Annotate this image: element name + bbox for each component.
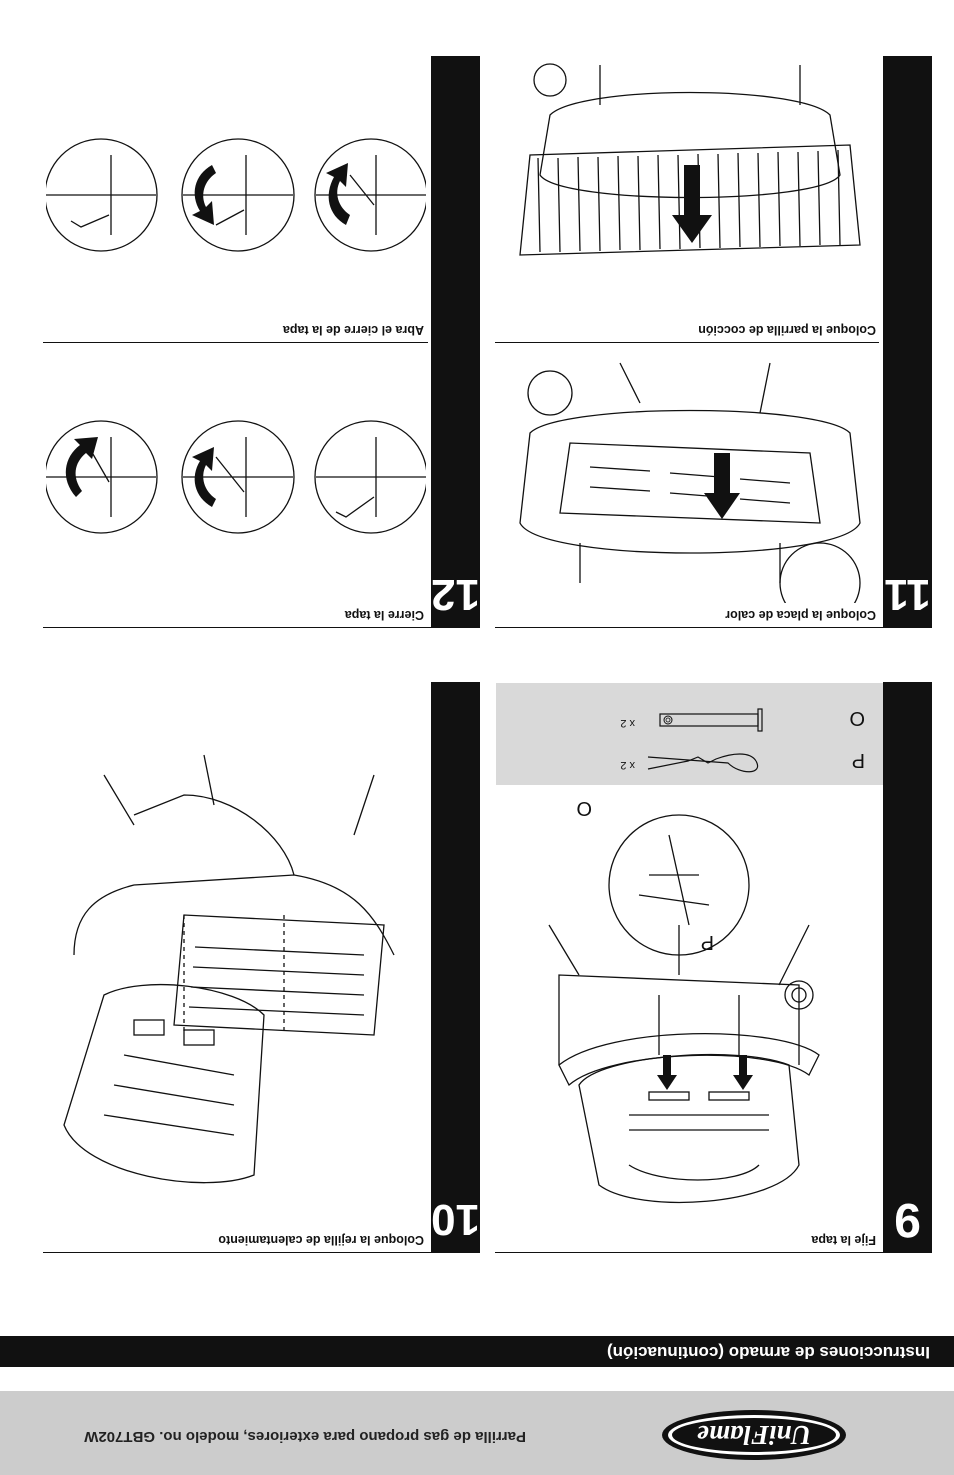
- step-9-number: 9: [894, 1193, 921, 1246]
- heat-plate-illustration: [519, 362, 861, 603]
- step-9-tab: 9: [883, 682, 932, 1253]
- step-11-sub-divider: [495, 342, 879, 343]
- step-12-tab: 12: [431, 56, 480, 628]
- part-letter-o: O: [849, 707, 865, 729]
- model-line: Parrilla de gas propano para exteriores,…: [84, 1428, 526, 1445]
- clevis-pin-icon: [659, 708, 763, 732]
- step-9-callout-p: P: [700, 931, 714, 953]
- step-11-caption: Coloque la placa de calor: [725, 608, 876, 622]
- step-10-tab: 10: [431, 682, 480, 1253]
- logo-text: UniFlame: [697, 1420, 811, 1450]
- step-12-sub-divider: [43, 342, 428, 343]
- close-latch-illustration: [46, 420, 426, 534]
- step-10-divider: [43, 1252, 480, 1253]
- step-9-divider: [495, 1252, 932, 1253]
- section-title: Instrucciones de armado (continuación): [606, 1343, 930, 1362]
- step-12-divider: [43, 627, 480, 628]
- step-10-caption: Coloque la rejilla de calentamiento: [218, 1233, 424, 1247]
- step-9-caption: Fije la tapa: [811, 1233, 876, 1247]
- cooking-grate-illustration: [519, 63, 861, 256]
- part-p-qty: x 2: [620, 759, 635, 771]
- step-11-number: 11: [884, 570, 931, 619]
- step-10-number: 10: [431, 1195, 480, 1244]
- uniflame-logo: UniFlame: [659, 1407, 849, 1463]
- step-10-illustration: [63, 754, 395, 1184]
- hairpin-clip-icon: [647, 753, 759, 773]
- step-9-illustration: [548, 814, 820, 1204]
- step-11-tab: 11: [883, 56, 932, 628]
- step-12-sub-caption: Abra el cierre de la tapa: [282, 323, 424, 337]
- parts-box: O P x 2 x 2: [496, 683, 883, 785]
- open-latch-illustration: [46, 138, 426, 252]
- part-letter-p: P: [851, 749, 865, 771]
- step-11-sub-caption: Coloque la parrilla de cocción: [698, 323, 876, 337]
- step-11-divider: [495, 627, 932, 628]
- step-12-number: 12: [431, 570, 480, 619]
- step-9-callout-o: O: [576, 797, 592, 819]
- part-o-qty: x 2: [620, 717, 635, 729]
- step-12-caption: Cierre la tapa: [344, 608, 424, 622]
